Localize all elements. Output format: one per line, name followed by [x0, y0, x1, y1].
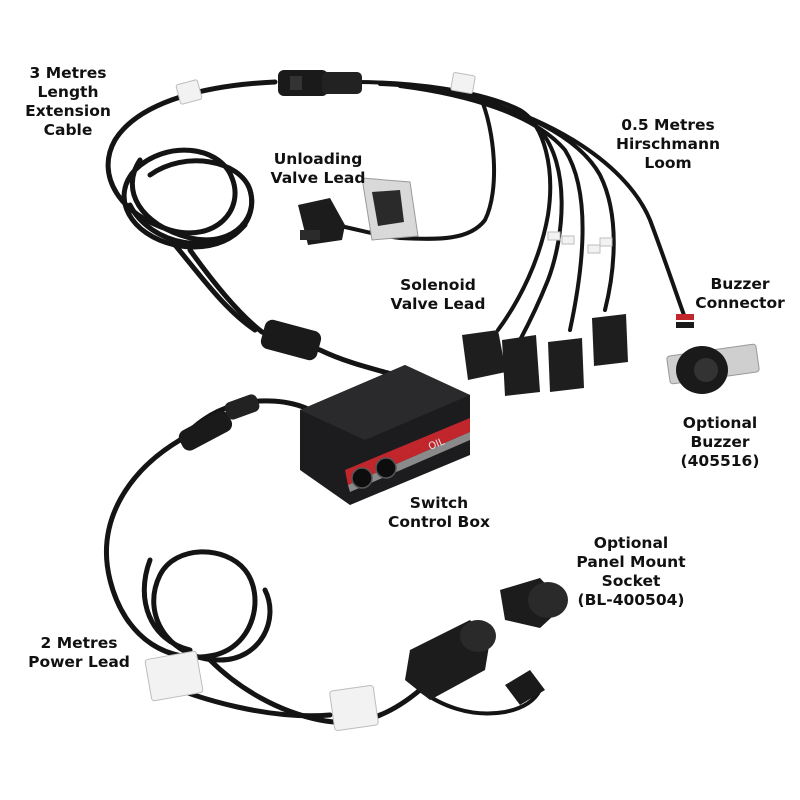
label-hirschmann-loom: 0.5 Metres Hirschmann Loom	[615, 116, 721, 172]
cable-tags	[144, 72, 613, 731]
label-unloading-valve: Unloading Valve Lead	[270, 150, 366, 187]
label-buzzer-connector: Buzzer Connector	[695, 275, 785, 312]
solenoid-connectors	[462, 314, 628, 396]
inline-connector-middle	[260, 319, 322, 361]
extension-cable-run	[187, 247, 398, 378]
optional-buzzer	[666, 343, 760, 394]
label-solenoid-valve: Solenoid Valve Lead	[390, 276, 486, 313]
label-switch-box: Switch Control Box	[388, 494, 490, 531]
socket-cable	[418, 688, 542, 716]
unloading-valve-bag	[361, 177, 419, 241]
label-panel-socket: Optional Panel Mount Socket (BL-400504)	[576, 534, 686, 609]
extension-cable-coil	[105, 79, 278, 333]
inline-connector-left	[178, 394, 260, 451]
switch-control-box: OIL	[300, 365, 470, 505]
inline-connector-top	[278, 70, 362, 96]
panel-mount-socket	[500, 578, 568, 628]
buzzer-connector-pins	[676, 314, 694, 328]
label-optional-buzzer: Optional Buzzer (405516)	[680, 414, 760, 470]
label-extension-cable: 3 Metres Length Extension Cable	[25, 64, 111, 139]
power-plug	[405, 620, 545, 705]
unloading-valve-connector	[298, 198, 345, 245]
label-power-lead: 2 Metres Power Lead	[28, 634, 130, 671]
